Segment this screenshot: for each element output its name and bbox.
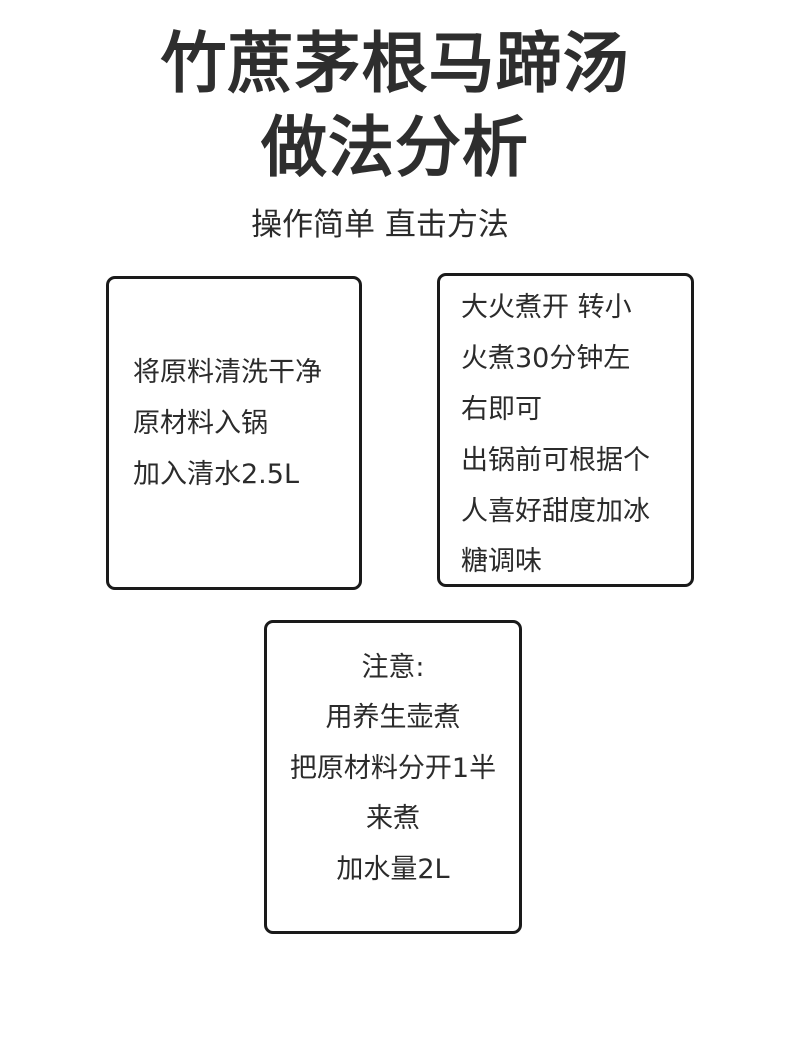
step-card-preparation: 将原料清洗干净 原材料入锅 加入清水2.5L	[106, 276, 362, 590]
card-text-line: 将原料清洗干净	[133, 357, 322, 388]
card-text-line: 火煮30分钟左	[461, 343, 631, 374]
card-text-line: 来煮	[366, 803, 420, 834]
card-text-line: 大火煮开 转小	[461, 292, 632, 323]
card-text-line: 加入清水2.5L	[133, 459, 299, 490]
card-text-line: 原材料入锅	[133, 408, 268, 439]
card-text-line: 右即可	[461, 394, 542, 425]
card-text-line: 糖调味	[461, 546, 542, 577]
note-heading: 注意:	[361, 652, 425, 683]
page-title-line-2: 做法分析	[261, 109, 529, 186]
page-subtitle: 操作简单 直击方法	[251, 207, 509, 243]
card-text-line: 用养生壶煮	[325, 702, 461, 733]
card-text-line: 把原材料分开1半	[289, 753, 497, 784]
step-card-cooking: 大火煮开 转小 火煮30分钟左 右即可 出锅前可根据个 人喜好甜度加冰 糖调味	[437, 273, 694, 587]
note-card: 注意: 用养生壶煮 把原材料分开1半 来煮 加水量2L	[264, 620, 522, 934]
card-text-line: 加水量2L	[336, 854, 450, 885]
page-title-line-1: 竹蔗茅根马蹄汤	[160, 25, 630, 102]
card-text-line: 出锅前可根据个	[461, 445, 650, 476]
card-text-line: 人喜好甜度加冰	[461, 496, 650, 527]
